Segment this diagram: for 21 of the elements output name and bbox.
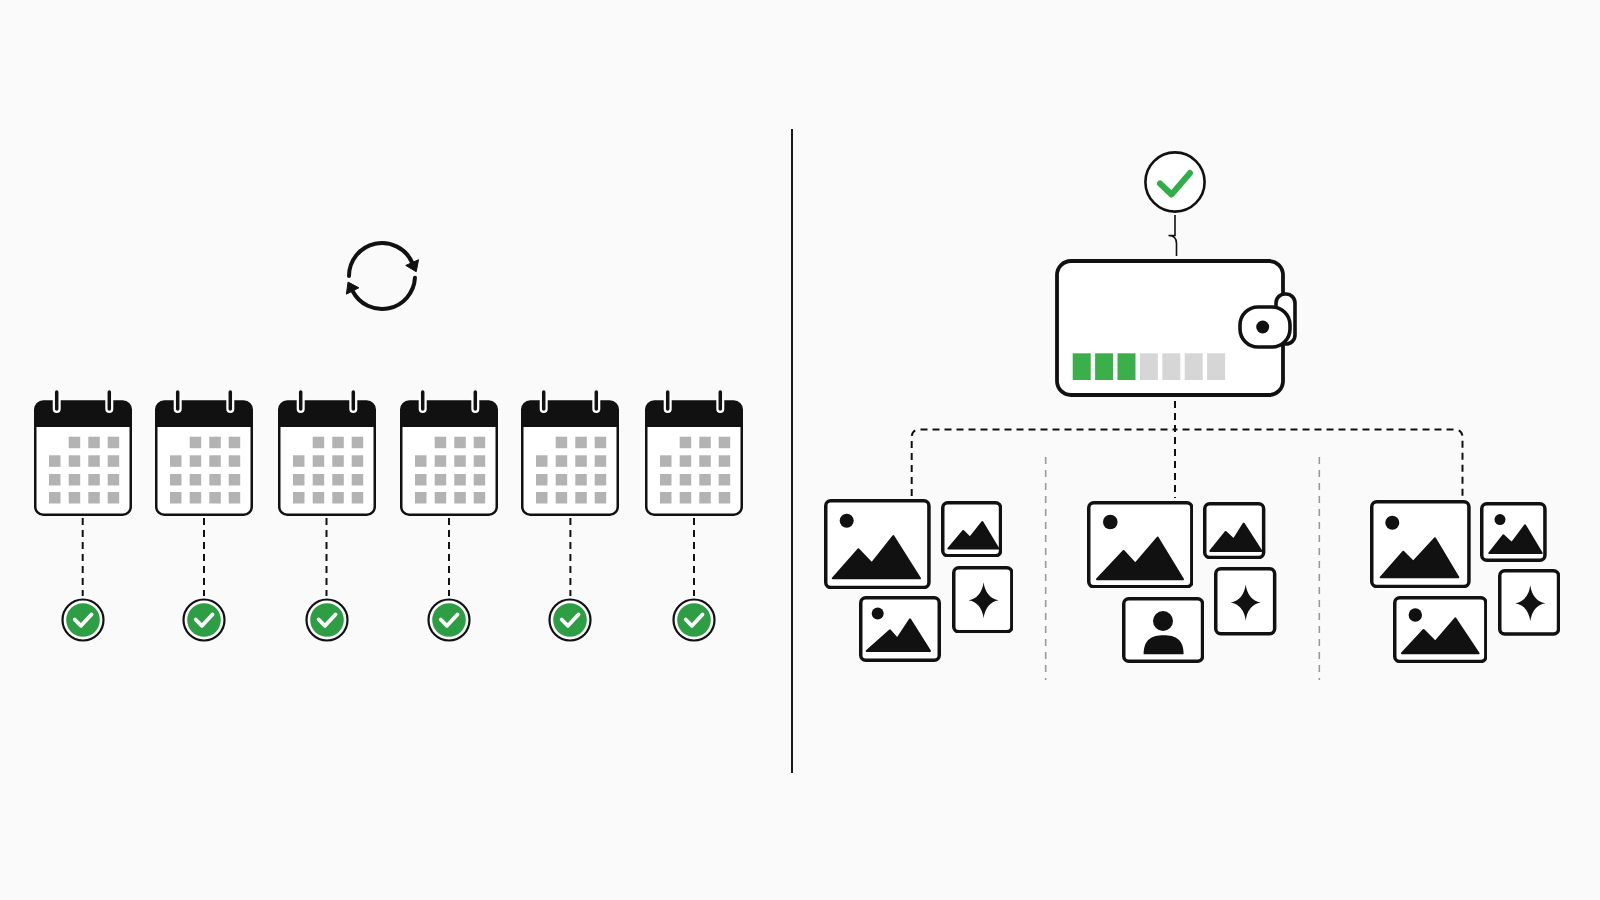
calendar-icon (521, 390, 620, 516)
dashed-connector (325, 517, 328, 597)
check-circle-icon (304, 598, 349, 642)
calendar-icon (645, 390, 743, 516)
calendar-icon (277, 390, 376, 516)
check-circle-icon (1144, 151, 1206, 213)
dashed-connector (693, 517, 695, 597)
dashed-connector (448, 517, 450, 597)
check-circle-icon (60, 598, 105, 642)
dashed-connector (569, 517, 572, 597)
dashed-connector (81, 517, 84, 597)
dashed-connector (203, 517, 205, 597)
check-circle-icon (548, 598, 593, 642)
connector-line (1167, 214, 1178, 257)
check-circle-icon (672, 598, 716, 642)
calendar-icon (400, 390, 498, 516)
check-circle-icon (182, 598, 226, 642)
dashed-connector (1174, 400, 1464, 499)
calendar-icon (155, 390, 253, 516)
check-circle-icon (427, 598, 471, 642)
calendar-icon (33, 390, 132, 516)
